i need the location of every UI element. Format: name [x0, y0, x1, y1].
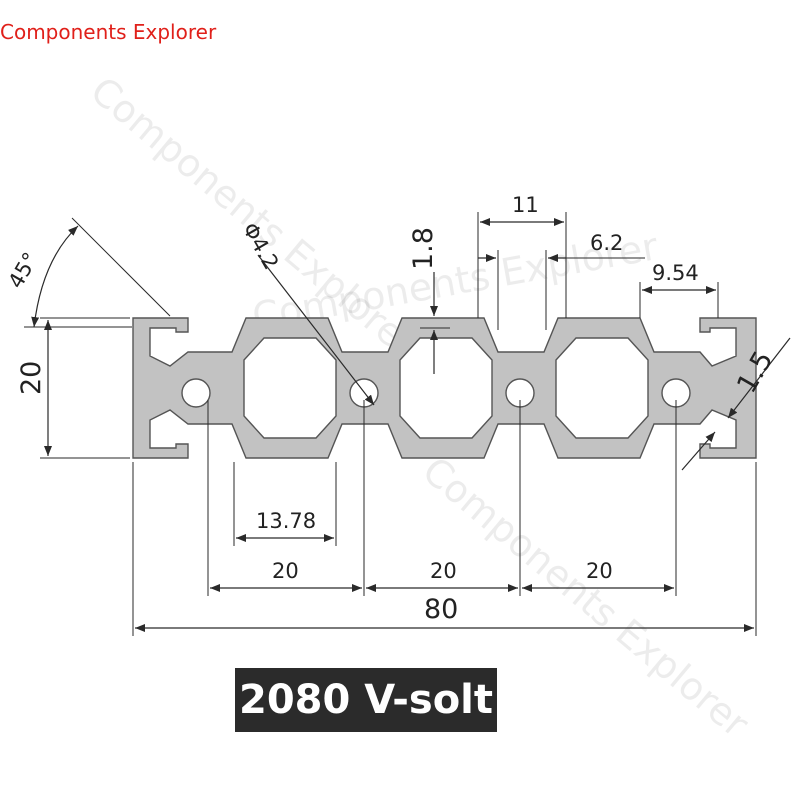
wall-thickness-dimension: 1.8 [408, 227, 450, 374]
pitch-label-3: 20 [586, 559, 613, 583]
brand-title: Components Explorer [0, 20, 217, 44]
pitch-label-1: 20 [272, 559, 299, 583]
overall-width-dimension: 80 [132, 462, 757, 636]
height-dimension: 20 [16, 317, 130, 459]
slot-depth-dimension: 9.54 [639, 261, 719, 318]
pitch-label-2: 20 [430, 559, 457, 583]
height-label: 20 [16, 361, 47, 395]
slot-opening-label: 11 [512, 193, 539, 217]
pitch-dimensions: 20 20 20 [207, 400, 677, 596]
angle-dimension: 45° [4, 217, 171, 328]
angle-label: 45° [4, 248, 43, 292]
profile-outline [132, 317, 757, 459]
profile-label: 2080 V-solt [235, 668, 497, 732]
overall-width-label: 80 [424, 594, 458, 625]
slot-inner-dimension: 6.2 [478, 231, 645, 330]
aluminium-profile [132, 317, 757, 459]
slot-opening-dimension: 11 [477, 193, 567, 318]
cavity-width-dimension: 13.78 [233, 462, 337, 546]
slot-depth-label: 9.54 [652, 261, 699, 285]
cavity-width-label: 13.78 [256, 509, 316, 533]
slot-inner-label: 6.2 [590, 231, 623, 255]
wall-thickness-label: 1.8 [408, 227, 439, 270]
